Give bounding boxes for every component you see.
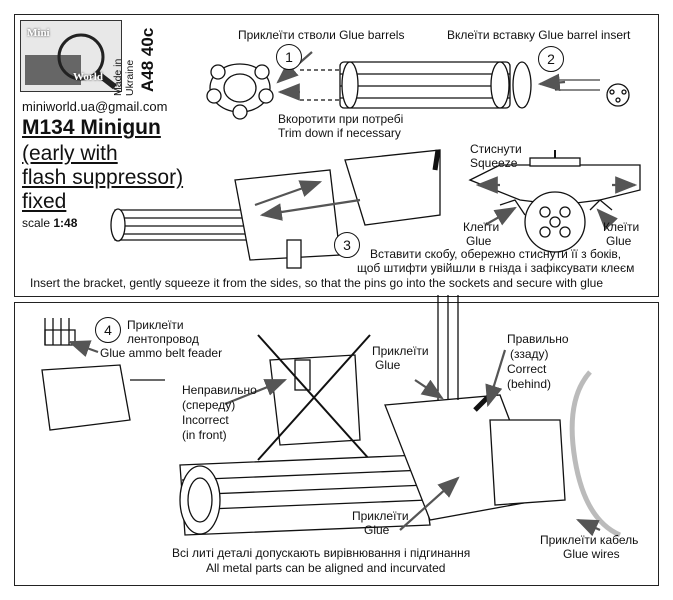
incorrect-label-ua: Неправильно: [182, 383, 257, 397]
incorrect-label-en: Incorrect: [182, 413, 229, 427]
subtitle-line-1: (early with: [22, 142, 118, 165]
step-3-instruction-ua-2: щоб штифти увійшли в гнізда і зафіксуват…: [357, 261, 635, 275]
step-4-instruction-ua-1: Приклеїти: [127, 318, 184, 332]
trim-note-ua: Вкоротити при потребі: [278, 112, 404, 126]
minigun-final-drawing: [179, 295, 622, 538]
glue-left-ua: Клеїти: [463, 220, 500, 234]
made-in-line-1: Made in: [112, 58, 124, 96]
correct-label-en-2: (behind): [507, 377, 552, 391]
footer-note-en: All metal parts can be aligned and incur…: [206, 561, 446, 575]
incorrect-label-ua-2: (спереду): [182, 398, 236, 412]
made-in-label: Made in Ukraine: [112, 59, 136, 96]
trim-note-en: Trim down if necessary: [278, 126, 401, 140]
glue-bottom-en: Glue: [364, 523, 390, 537]
logo-text-world: World: [73, 71, 103, 83]
correct-label-ua: Правильно: [507, 332, 569, 346]
correct-label-ua-2: (ззаду): [510, 347, 549, 361]
step-4-instruction-ua-2: лентопровод: [127, 332, 199, 346]
correct-label-en: Correct: [507, 362, 547, 376]
incorrect-mounting-drawing: [257, 334, 371, 461]
scale-label-text: scale: [22, 216, 51, 230]
step-4-marker: 4: [95, 317, 121, 343]
barrel-cluster-drawing: [206, 63, 340, 120]
step-2-instruction: Вклеїти вставку Glue barrel insert: [447, 28, 631, 42]
miniworld-logo: Mini World: [20, 20, 122, 92]
glue-top-en: Glue: [375, 358, 401, 372]
step-3-marker: 3: [334, 232, 360, 258]
scale-label: scale 1:48: [22, 216, 77, 230]
ammo-feeder-drawing: [41, 318, 165, 431]
step-2-marker: 2: [538, 46, 564, 72]
subtitle-line-2: flash suppressor): [22, 166, 184, 189]
subtitle-line-3: fixed: [22, 190, 67, 213]
glue-wires-ua: Приклеїти кабель: [540, 533, 639, 547]
glue-bottom-ua: Приклеїти: [352, 509, 409, 523]
glue-left-en: Glue: [466, 234, 492, 248]
squeeze-detail-drawing: [468, 150, 641, 253]
step-3-instruction-ua-1: Вставити скобу, обережно стиснути її з б…: [370, 247, 622, 261]
email-address: miniworld.ua@gmail.com: [22, 99, 168, 114]
page-title: M134 Minigun: [22, 116, 161, 139]
glue-right-en: Glue: [606, 234, 632, 248]
step-1-marker: 1: [276, 44, 302, 70]
squeeze-label-ua: Стиснути: [470, 142, 522, 156]
logo-text-mini: Mini: [27, 27, 50, 39]
glue-right-ua: Клеїти: [603, 220, 640, 234]
step-4-instruction-en: Glue ammo belt feader: [100, 346, 223, 360]
glue-wires-en: Glue wires: [563, 547, 620, 561]
product-code: A48 40c: [138, 27, 157, 92]
incorrect-label-en-2: (in front): [182, 428, 227, 442]
glue-top-ua: Приклеїти: [372, 344, 429, 358]
squeeze-label-en: Squeeze: [470, 156, 518, 170]
made-in-line-2: Ukraine: [124, 59, 136, 96]
footer-note-ua: Всі литі деталі допускають вирівнювання …: [172, 546, 471, 560]
barrel-assembly-drawing: [339, 61, 630, 109]
scale-value: 1:48: [53, 216, 78, 230]
step-3-instruction-en: Insert the bracket, gently squeeze it fr…: [30, 276, 603, 290]
step-1-instruction: Приклеїти стволи Glue barrels: [238, 28, 405, 42]
